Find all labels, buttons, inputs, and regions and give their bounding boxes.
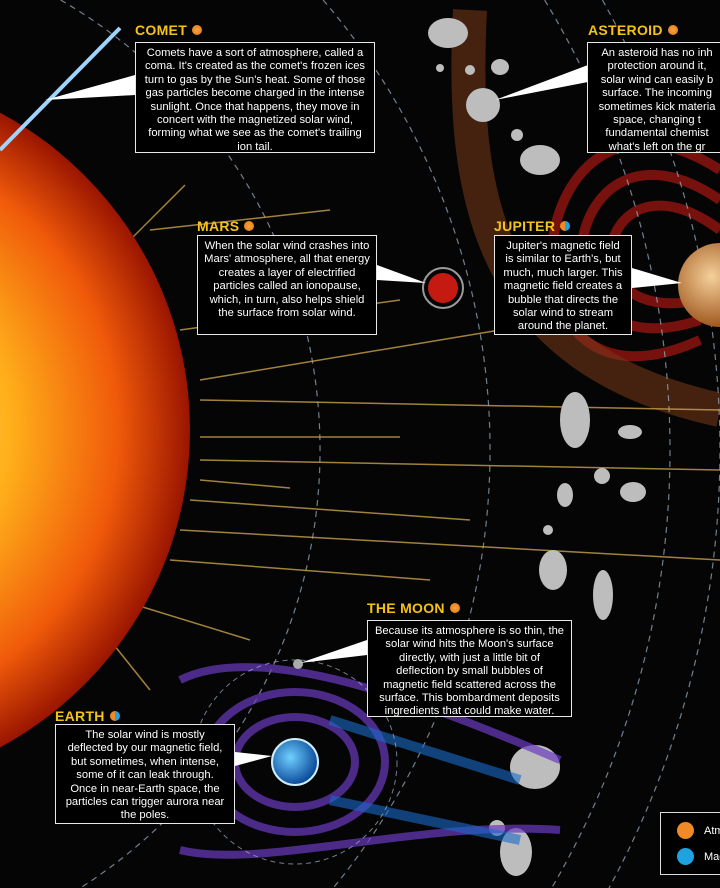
atmosphere-icon <box>667 25 678 35</box>
blue-dot-icon <box>677 848 694 865</box>
moon-textbox: Because its atmosphere is so thin, the s… <box>367 620 572 717</box>
mars-glow <box>422 267 464 309</box>
earth-planet <box>271 738 319 786</box>
mars-heading: MARS <box>197 218 255 234</box>
comet-tail <box>0 26 122 152</box>
jupiter-pointer <box>632 268 682 288</box>
jupiter-planet <box>678 243 720 327</box>
asteroid-pointer <box>495 65 588 100</box>
orbit-arc <box>544 0 671 888</box>
jupiter-textbox: Jupiter's magnetic field is similar to E… <box>494 235 632 335</box>
asteroid-heading: ASTEROID <box>588 22 678 38</box>
moon-heading: THE MOON <box>367 600 460 616</box>
moon-title: THE MOON <box>367 600 445 616</box>
legend-label: Mag <box>704 850 720 863</box>
mars-planet <box>428 273 458 303</box>
solar-wind-arrows <box>109 184 720 691</box>
atmosphere-magnetic-icon <box>560 221 571 231</box>
legend-item-magnetic: Mag <box>677 848 720 865</box>
legend-label: Atm <box>704 824 720 837</box>
earth-textbox: The solar wind is mostly deflected by ou… <box>55 724 235 824</box>
mars-title: MARS <box>197 218 240 234</box>
atmosphere-magnetic-icon <box>109 711 120 721</box>
jupiter-heading: JUPITER <box>494 218 571 234</box>
jupiter-title: JUPITER <box>494 218 556 234</box>
comet-pointer <box>45 75 135 100</box>
asteroid-textbox: An asteroid has no inh protection around… <box>587 42 720 153</box>
legend: Atm Mag <box>660 812 720 875</box>
sun <box>0 112 190 748</box>
asteroid-field <box>428 18 646 876</box>
earth-heading: EARTH <box>55 708 120 724</box>
atmosphere-icon <box>192 25 203 35</box>
earth-magnetosphere <box>178 663 562 859</box>
orange-dot-icon <box>677 822 694 839</box>
comet-textbox: Comets have a sort of atmosphere, called… <box>135 42 375 153</box>
legend-item-atmosphere: Atm <box>677 822 720 839</box>
comet-heading: COMET <box>135 22 203 38</box>
moon-planet <box>293 659 303 669</box>
magnetic-stream <box>328 715 522 845</box>
atmosphere-icon <box>449 603 460 613</box>
mars-textbox: When the solar wind crashes into Mars' a… <box>197 235 377 335</box>
earth-title: EARTH <box>55 708 105 724</box>
mars-pointer <box>377 265 426 283</box>
asteroid-title: ASTEROID <box>588 22 663 38</box>
atmosphere-icon <box>244 221 255 231</box>
earth-pointer <box>235 752 272 766</box>
moon-pointer <box>300 640 367 663</box>
comet-title: COMET <box>135 22 188 38</box>
orbit-arc <box>322 0 491 888</box>
